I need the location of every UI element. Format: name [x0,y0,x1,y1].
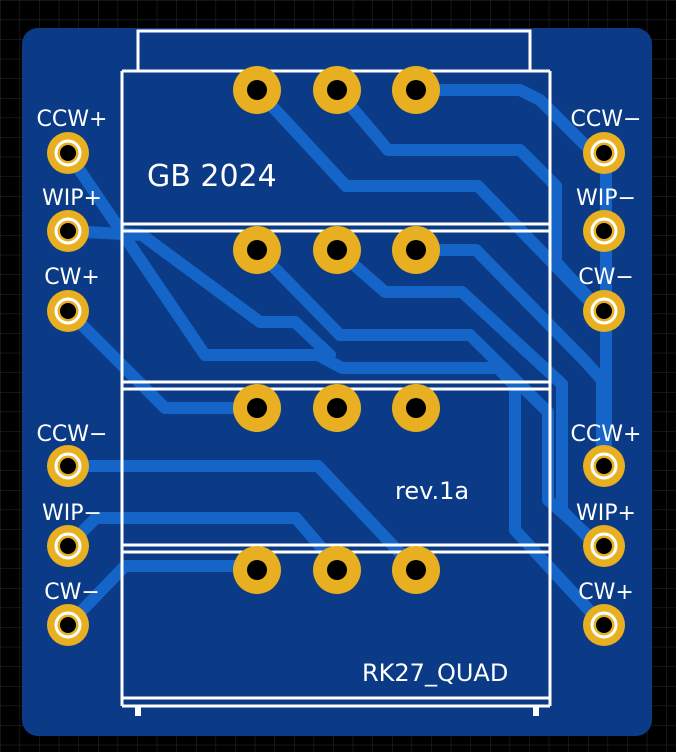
pad-label: CCW+ [571,422,642,447]
trace [62,460,422,576]
pot-pad [392,546,440,594]
pot-pad [313,384,361,432]
trace [62,225,336,361]
header-pad [583,132,625,174]
pot-pad [233,226,281,274]
header-pads [47,132,625,646]
header-pad [47,445,89,487]
pot-pad [392,384,440,432]
pad-label: CCW+ [37,107,108,132]
pot-pad [313,226,361,274]
pot-pad [392,226,440,274]
pad-label: CCW− [571,107,642,132]
header-pad [583,604,625,646]
pad-label: WIP+ [576,501,636,526]
pad-label: CW+ [578,580,634,605]
header-pad [47,210,89,252]
pot-pad [233,66,281,114]
pad-label: WIP+ [42,186,102,211]
header-pad [583,445,625,487]
potentiometer-pads [233,66,440,594]
board-revision: rev.1a [395,477,469,505]
board-part-name: RK27_QUAD [362,659,508,687]
pot-pad [392,66,440,114]
header-pad [47,132,89,174]
trace [62,305,263,414]
pad-label: WIP− [42,501,102,526]
pad-labels-right: CCW− WIP− CW− CCW+ WIP+ CW+ [571,107,642,605]
header-pad [583,210,625,252]
copper-traces [62,84,612,631]
pad-label: CCW− [37,422,108,447]
trace [331,84,606,316]
pad-labels-left: CCW+ WIP+ CW+ CCW− WIP− CW− [37,107,108,605]
trace [251,84,604,316]
pad-label: CW+ [44,265,100,290]
header-pad [47,290,89,332]
pad-label: CW− [578,265,634,290]
pot-pad [313,546,361,594]
trace [410,244,608,472]
pot-pad [233,546,281,594]
pot-pad [233,384,281,432]
trace [62,147,606,628]
pad-label: WIP− [576,186,636,211]
header-pad [47,604,89,646]
trace [331,244,602,552]
trace [62,560,263,631]
board-title: GB 2024 [147,159,277,194]
header-pad [47,525,89,567]
pad-label: CW− [44,580,100,605]
header-pad [583,525,625,567]
header-pad [583,290,625,332]
pot-pad [313,66,361,114]
